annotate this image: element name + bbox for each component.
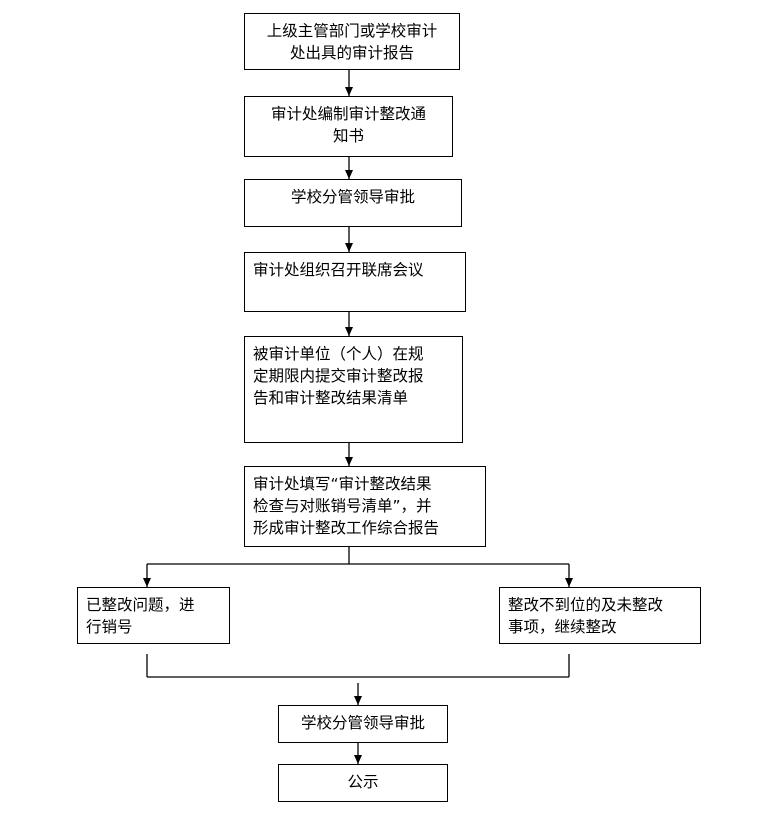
node-submit-report-line-1: 被审计单位（个人）在规 [253, 345, 424, 363]
node-publicize: 公示 [278, 764, 448, 802]
node-rectification-notice-line-1: 审计处编制审计整改通 [270, 105, 426, 123]
node-rectified-closed: 已整改问题，进 行销号 [77, 587, 230, 644]
node-fill-checklist: 审计处填写“审计整改结果 检查与对账销号清单”，并 形成审计整改工作综合报告 [244, 466, 486, 547]
node-fill-checklist-line-2: 检查与对账销号清单”，并 [253, 497, 432, 515]
node-rectified-closed-line-2: 行销号 [86, 618, 133, 636]
node-joint-meeting: 审计处组织召开联席会议 [244, 252, 466, 312]
node-continue-rectification-line-2: 事项，继续整改 [508, 618, 617, 636]
node-leader-approval-1: 学校分管领导审批 [244, 179, 462, 227]
node-publicize-line-1: 公示 [347, 773, 379, 791]
node-rectification-notice-line-2: 知书 [332, 127, 364, 145]
node-fill-checklist-line-3: 形成审计整改工作综合报告 [253, 519, 440, 537]
node-continue-rectification-line-1: 整改不到位的及未整改 [508, 596, 664, 614]
node-audit-report-line-1: 上级主管部门或学校审计 [266, 22, 438, 40]
node-submit-report-line-2: 定期限内提交审计整改报 [253, 367, 424, 385]
node-rectification-notice: 审计处编制审计整改通 知书 [244, 96, 453, 157]
node-submit-report: 被审计单位（个人）在规 定期限内提交审计整改报 告和审计整改结果清单 [244, 336, 463, 443]
node-leader-approval-1-line-1: 学校分管领导审批 [290, 188, 415, 206]
node-audit-report-line-2: 处出具的审计报告 [289, 44, 414, 62]
node-continue-rectification: 整改不到位的及未整改 事项，继续整改 [499, 587, 701, 644]
node-joint-meeting-line-1: 审计处组织召开联席会议 [253, 261, 424, 279]
node-rectified-closed-line-1: 已整改问题，进 [86, 596, 195, 614]
node-leader-approval-2: 学校分管领导审批 [278, 705, 448, 743]
node-fill-checklist-line-1: 审计处填写“审计整改结果 [253, 475, 432, 493]
node-audit-report: 上级主管部门或学校审计 处出具的审计报告 [244, 13, 460, 70]
node-submit-report-line-3: 告和审计整改结果清单 [253, 389, 409, 407]
node-leader-approval-2-line-1: 学校分管领导审批 [300, 714, 425, 732]
